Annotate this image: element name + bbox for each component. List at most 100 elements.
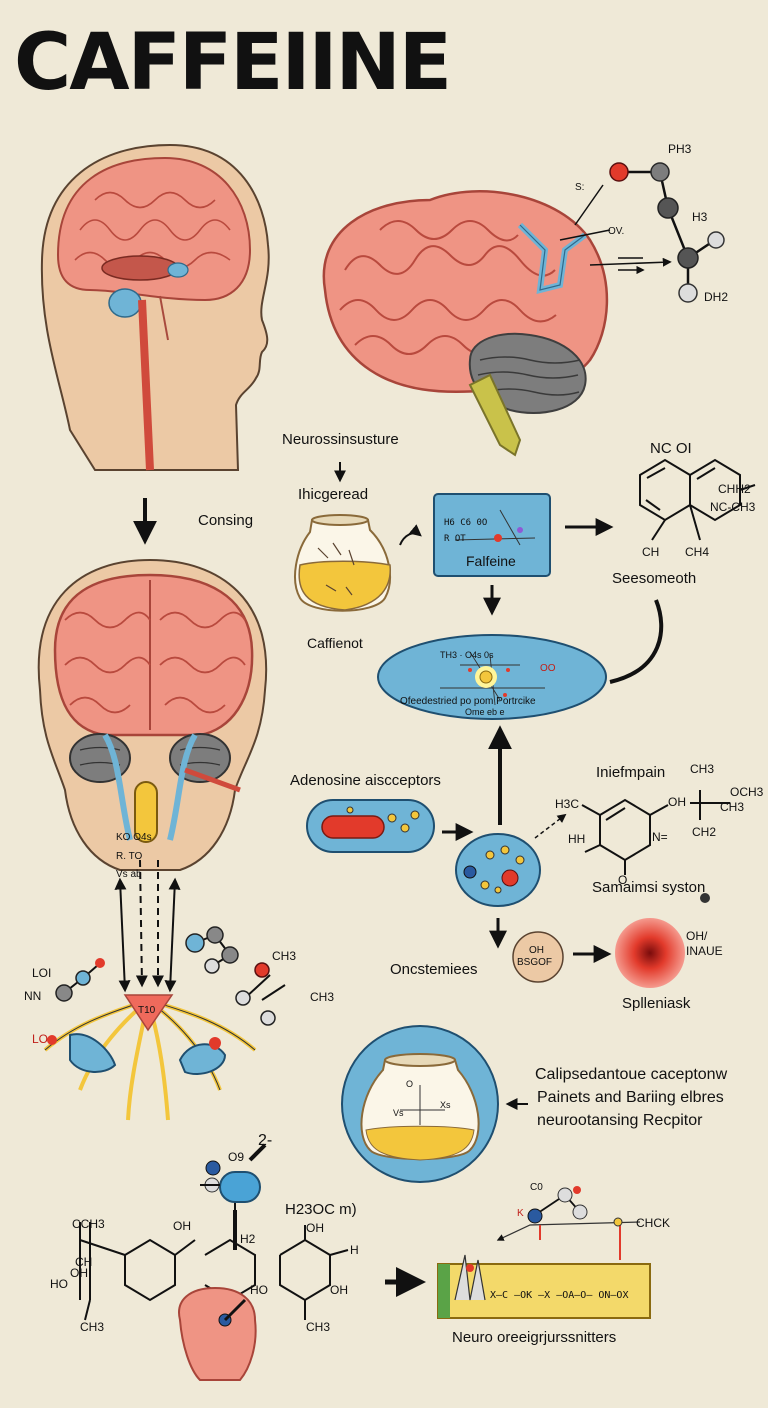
signal-arrows <box>114 859 181 993</box>
label-c0: C0 <box>530 1182 543 1193</box>
label-s: S: <box>575 182 585 193</box>
label-chck: CHCK <box>636 1216 671 1230</box>
label-t10: T10 <box>138 1005 156 1016</box>
ellipse-oo: OO <box>540 663 556 674</box>
ellipse-formula-a: TH3 · O4s 0s <box>440 650 494 660</box>
label-caffienot: Caffienot <box>307 635 363 651</box>
label-chh2: CHH2 <box>718 482 751 496</box>
label-oh-e: OH <box>70 1266 88 1280</box>
molecule-ring-icon <box>581 790 730 875</box>
ellipse-formula-b: Ome eb e <box>465 707 505 717</box>
label-oh-d: OH <box>306 1221 324 1235</box>
circle-oh: OH <box>529 945 544 956</box>
label-ch4: CH4 <box>685 545 710 559</box>
flask-vs: Vs <box>393 1108 404 1118</box>
label-calipsed-1: Calipsedantoue caceptonw <box>535 1066 728 1083</box>
stem-label-2: R. TO <box>116 851 143 862</box>
label-oh-slash: OH/ <box>686 929 708 943</box>
label-splleniask: Splleniask <box>622 995 691 1012</box>
label-ch3-a: CH3 <box>690 762 715 776</box>
label-lo2: LO <box>32 1032 49 1046</box>
label-ov: OV. <box>608 226 625 237</box>
label-ho-b: HO <box>250 1283 268 1297</box>
compound-circle-icon <box>512 931 564 983</box>
arrow-icon <box>399 524 422 546</box>
spinal-nerves-icon <box>43 994 257 1121</box>
receptor-capsule-icon <box>200 1143 267 1250</box>
head-profile-icon <box>40 143 270 471</box>
receptor-ellipse <box>377 634 607 720</box>
label-ch3-f: CH3 <box>306 1320 331 1334</box>
label-ncch3: NC-CH3 <box>710 500 756 514</box>
label-seesomeoth: Seesomeoth <box>612 570 697 587</box>
brain-side-icon <box>322 190 609 457</box>
head-front-icon <box>37 558 268 871</box>
small-head-icon <box>178 1286 257 1381</box>
label-h3c: H3C <box>555 797 580 811</box>
label-samaimsi: Samaimsi syston <box>592 879 706 896</box>
label-ch3-d: CH3 <box>310 990 335 1004</box>
flask-o: O <box>406 1079 414 1089</box>
label-neurossinsusture: Neurossinsusture <box>282 431 399 448</box>
molecule-icon <box>559 162 725 303</box>
label-nco: NC OI <box>650 440 692 457</box>
label-oh-c: OH <box>173 1219 191 1233</box>
neurotransmitter-strip <box>437 1217 651 1319</box>
curve-arrow-icon <box>609 599 664 684</box>
binding-cluster-icon <box>455 833 541 907</box>
label-oh-a: OH <box>668 795 686 809</box>
molecule-ring-icon <box>639 458 756 541</box>
label-h23oc: H23OC m) <box>285 1201 357 1218</box>
label-ch3-c: CH3 <box>272 949 297 963</box>
molecule-icon <box>527 1186 588 1240</box>
label-k: K <box>517 1208 524 1219</box>
flask-icon <box>341 1025 499 1183</box>
page-title: CAFFEIINE <box>14 18 452 108</box>
stem-label-3: Vs ab <box>116 869 142 880</box>
label-ch3-b: CH3 <box>720 800 745 814</box>
label-consing: Consing <box>198 512 254 529</box>
label-och3: OCH3 <box>730 785 764 799</box>
label-ch2: CH2 <box>692 825 717 839</box>
label-two-minus: 2- <box>258 1132 273 1149</box>
label-o-small: O <box>618 873 628 887</box>
label-h2: H2 <box>240 1232 256 1246</box>
box-formula-b: R OT <box>444 534 466 544</box>
molecule-icon <box>55 926 286 1049</box>
flask-xs: Xs <box>440 1100 451 1110</box>
label-inaue: INAUE <box>686 944 723 958</box>
label-hh: HH <box>568 832 586 846</box>
sphere-icon <box>615 918 685 988</box>
label-hicgeread: Ihicgeread <box>298 486 369 503</box>
adenosine-receptor-icon <box>306 799 435 853</box>
label-adenosine-receptors: Adenosine aiscceptors <box>290 772 441 789</box>
caffeine-beaker-icon <box>294 514 391 612</box>
label-neuro: Neuro oreeigrjurssnitters <box>452 1329 617 1346</box>
label-iniefmpain: Iniefmpain <box>596 764 666 781</box>
label-ho-a: HO <box>50 1277 68 1291</box>
box-formula-a: H6 C6 0O <box>444 518 488 528</box>
falfeine-box <box>433 493 551 577</box>
label-cch3: CCH3 <box>72 1217 105 1231</box>
label-h-a: H <box>350 1243 359 1257</box>
ellipse-label: Ofeedestried po pom Portrcike <box>400 696 536 707</box>
label-lo1: LOI <box>32 966 52 980</box>
dot-icon <box>700 893 710 903</box>
label-ch: CH <box>642 545 660 559</box>
label-oncstemiees: Oncstemiees <box>390 961 478 978</box>
label-oh-f: OH <box>330 1283 348 1297</box>
label-n-eq: N= <box>652 830 668 844</box>
strip-sequence: X—C —OK —X —OA—O— ON—OX <box>490 1290 629 1301</box>
arrow-icon <box>534 813 567 839</box>
label-nn: NN <box>24 989 42 1003</box>
label-o9: O9 <box>228 1150 245 1164</box>
label-ch-e: CH <box>75 1255 93 1269</box>
label-dh2: DH2 <box>704 290 729 304</box>
label-ch3-e: CH3 <box>80 1320 105 1334</box>
circle-bsgof: BSGOF <box>517 957 553 968</box>
label-ph3: PH3 <box>668 142 692 156</box>
label-calipsed-2: Painets and Bariing elbres <box>537 1089 724 1106</box>
label-falfeine: Falfeine <box>466 553 516 569</box>
